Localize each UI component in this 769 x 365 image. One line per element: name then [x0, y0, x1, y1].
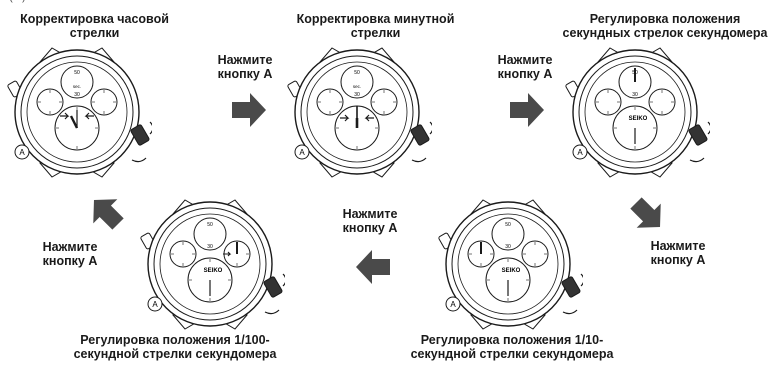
subdial-number: 30 — [354, 92, 360, 98]
subdial-number: 50 — [207, 222, 213, 228]
subdial-number: 50 — [505, 222, 511, 228]
subdial-label: sec. — [353, 84, 361, 89]
button-a-letter: A — [450, 300, 456, 309]
watch-step-2: 50 30 sec. A — [282, 40, 432, 185]
button-a-letter: A — [19, 148, 25, 157]
press-label-4: Нажмите кнопку A — [342, 207, 398, 235]
brand-logo: SEIKO — [502, 268, 521, 274]
subdial-number: 30 — [74, 92, 80, 98]
step-4-title: Регулировка положения 1/10- секундной ст… — [410, 333, 614, 361]
step-2-title: Корректировка минутной стрелки — [296, 12, 455, 40]
arrow-down-left-icon — [628, 195, 668, 235]
watch-step-4: 50 30 SEIKO A — [433, 192, 583, 337]
watch-step-3: 50 30 SEIKO A — [560, 40, 710, 185]
subdial-number: 30 — [207, 244, 213, 250]
step-5-title: Регулировка положения 1/100- секундной с… — [73, 333, 277, 361]
arrow-right-1-icon — [232, 93, 266, 127]
subdial-number: 30 — [505, 244, 511, 250]
arrow-up-left-icon — [86, 192, 126, 232]
subdial-number: 30 — [632, 92, 638, 98]
arrow-right-2-icon — [510, 93, 544, 127]
button-a-letter: A — [299, 148, 305, 157]
press-label-5: Нажмите кнопку A — [42, 240, 98, 268]
watch-step-1: 50 30 sec. A — [2, 40, 152, 185]
arrow-left-icon — [356, 250, 390, 284]
step-3-title: Регулировка положения секундных стрелок … — [562, 12, 768, 40]
step-1-title: Корректировка часовой стрелки — [20, 12, 169, 40]
press-label-2: Нажмите кнопку A — [497, 53, 553, 81]
subdial-number: 50 — [74, 70, 80, 76]
brand-logo: SEIKO — [629, 116, 648, 122]
press-label-3: Нажмите кнопку A — [650, 239, 706, 267]
cropped-header-text: ...(...)... — [0, 0, 769, 3]
press-label-1: Нажмите кнопку A — [217, 53, 273, 81]
brand-logo: SEIKO — [204, 268, 223, 274]
watch-step-5: 50 30 SEIKO A — [135, 192, 285, 337]
subdial-label: sec. — [73, 84, 81, 89]
subdial-number: 50 — [354, 70, 360, 76]
button-a-letter: A — [577, 148, 583, 157]
button-a-letter: A — [152, 300, 158, 309]
